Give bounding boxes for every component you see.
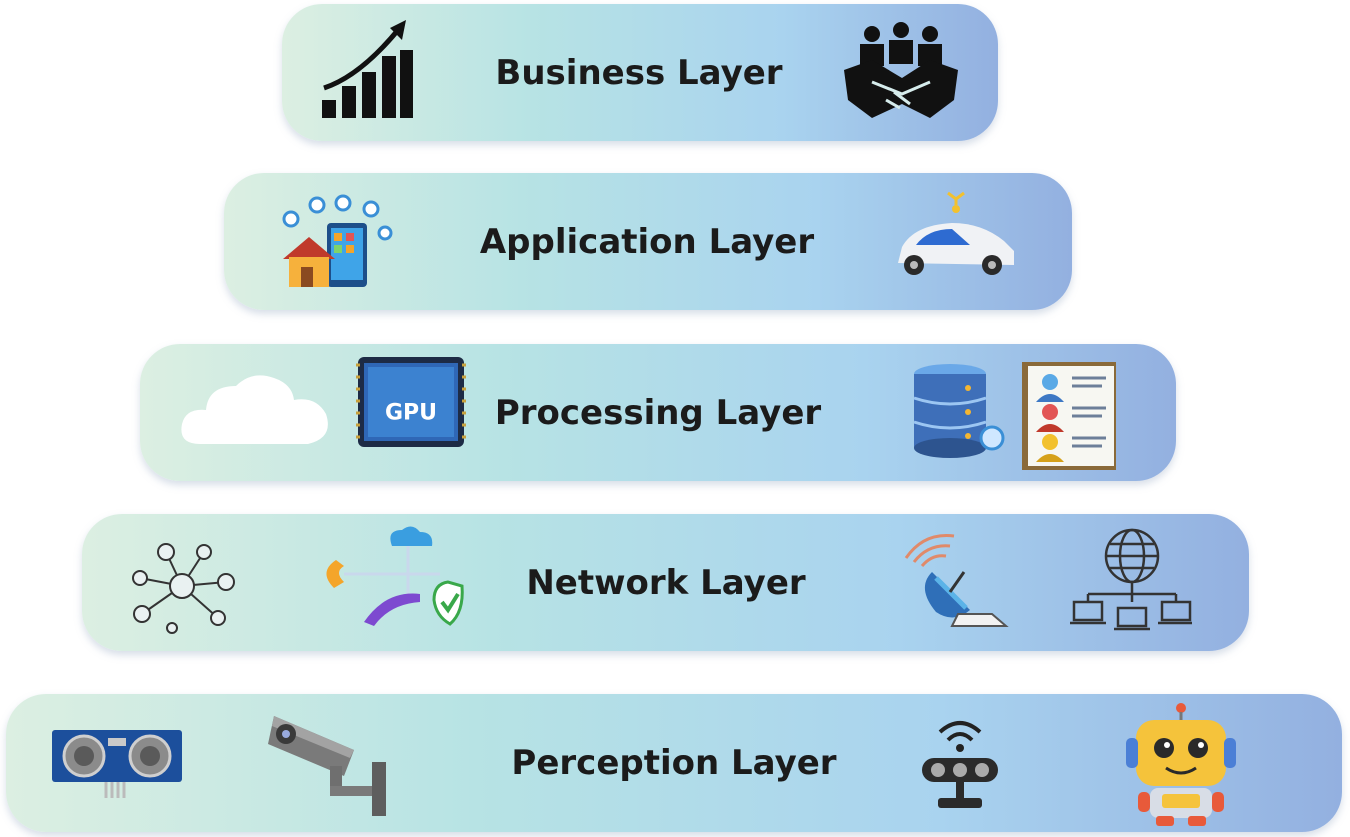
cloud-connectivity-icon xyxy=(316,524,466,634)
social-network-icon xyxy=(120,536,244,636)
robot-icon xyxy=(1122,702,1240,826)
network-globe-icon xyxy=(1070,528,1192,632)
perception-layer-band: Perception Layer xyxy=(6,694,1342,832)
wireless-sensor-icon xyxy=(918,714,1002,814)
perception-layer-label: Perception Layer xyxy=(511,743,837,783)
user-records-icon xyxy=(1020,360,1118,472)
gpu-chip-text: GPU xyxy=(384,400,438,425)
application-layer-label: Application Layer xyxy=(479,221,815,262)
security-camera-icon xyxy=(268,706,390,816)
connected-car-icon xyxy=(892,191,1020,281)
network-layer-band: Network Layer xyxy=(82,514,1249,651)
handshake-team-icon xyxy=(842,20,960,124)
business-layer-label: Business Layer xyxy=(495,52,783,93)
database-server-icon xyxy=(906,362,1010,460)
cloud-icon xyxy=(178,366,334,448)
network-layer-label: Network Layer xyxy=(526,562,806,603)
gpu-chip-icon xyxy=(356,355,466,449)
processing-layer-band: GPU Processing Layer xyxy=(140,344,1176,481)
growth-chart-icon xyxy=(320,20,415,120)
business-layer-band: Business Layer xyxy=(282,4,998,141)
ultrasonic-sensor-icon xyxy=(50,728,184,800)
processing-layer-label: Processing Layer xyxy=(494,392,822,433)
application-layer-band: Application Layer xyxy=(224,173,1072,310)
satellite-dish-icon xyxy=(896,528,1010,628)
smart-home-tablet-icon xyxy=(279,193,394,291)
